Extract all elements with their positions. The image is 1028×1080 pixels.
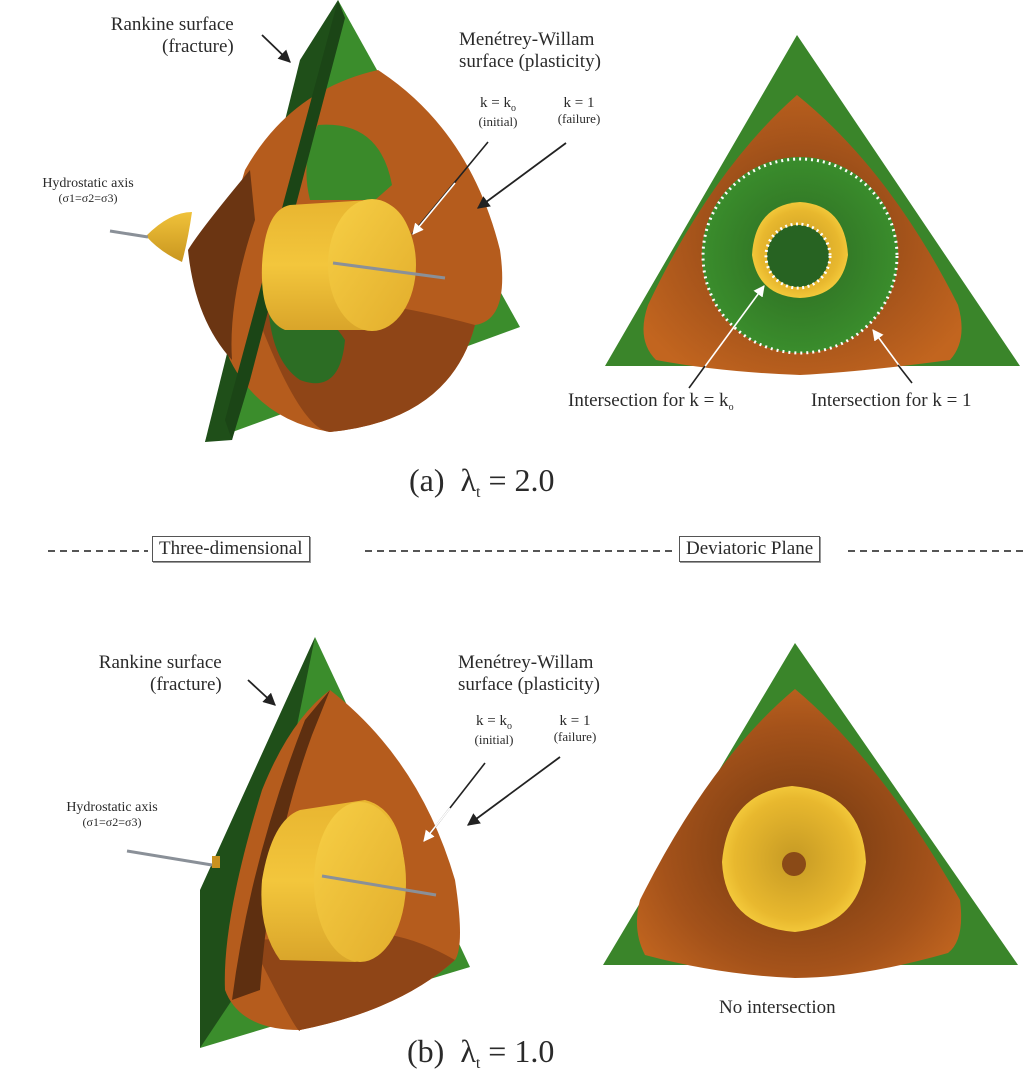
caption-b-symbol: λ bbox=[460, 1033, 476, 1069]
k-failure-arrow bbox=[476, 142, 567, 209]
caption-a-prefix: (a) bbox=[409, 462, 445, 498]
k-failure-eq: k = 1 bbox=[559, 713, 591, 729]
mw-dark-strip bbox=[232, 690, 330, 1000]
hydrostatic-cone bbox=[146, 212, 192, 262]
rankine-label-line1: Rankine surface bbox=[98, 652, 222, 673]
hydro-label-line2: (σ1=σ2=σ3) bbox=[82, 815, 142, 830]
intersection-k1-arrow-base bbox=[897, 364, 913, 384]
intersection-ko-ring bbox=[764, 222, 832, 290]
k-initial-label-a: k = ko (initial) bbox=[464, 95, 532, 129]
panel-b-3d-surface bbox=[126, 637, 561, 1048]
caption-a-sub: t bbox=[476, 484, 481, 501]
hydrostatic-axis-rod-left bbox=[126, 849, 213, 867]
deviatoric-plane-box: Deviatoric Plane bbox=[679, 536, 821, 562]
panel-a-deviatoric bbox=[605, 35, 1020, 389]
mw-label-line2: surface (plasticity) bbox=[459, 50, 601, 72]
hydro-label-line2: (σ1=σ2=σ3) bbox=[58, 191, 118, 206]
apex-dot bbox=[782, 852, 806, 876]
rankine-label-line2: (fracture) bbox=[150, 673, 222, 695]
caption-b-value: = 1.0 bbox=[488, 1033, 555, 1069]
mw-initial-cap bbox=[328, 199, 416, 331]
mw-label-line1: Menétrey-Willam bbox=[458, 652, 594, 673]
intersection-ko-label: Intersection for k = ko bbox=[568, 390, 734, 414]
k-initial-eq: k = k bbox=[476, 713, 507, 729]
rankine-label-line2: (fracture) bbox=[162, 35, 234, 57]
caption-a-value: = 2.0 bbox=[488, 462, 555, 498]
hydrostatic-axis-rod-left bbox=[109, 229, 149, 239]
hydrostatic-cone bbox=[212, 856, 220, 868]
intersection-ko-arrow-base bbox=[688, 365, 706, 389]
caption-b-sub: t bbox=[475, 1055, 481, 1072]
k-failure-arrow bbox=[466, 756, 561, 826]
rankine-arrow bbox=[261, 34, 291, 63]
k-initial-label-b: k = ko (initial) bbox=[460, 713, 528, 747]
panel-a-3d-surface bbox=[109, 0, 567, 442]
k-failure-note: (failure) bbox=[557, 111, 601, 127]
hydro-label-b: Hydrostatic axis (σ1=σ2=σ3) bbox=[40, 800, 184, 830]
three-dimensional-box: Three-dimensional bbox=[152, 536, 310, 562]
intersection-ko-arrow bbox=[694, 285, 765, 381]
k-initial-note: (initial) bbox=[474, 731, 514, 747]
k-initial-note: (initial) bbox=[478, 113, 518, 129]
k-failure-eq: k = 1 bbox=[563, 95, 595, 111]
panel-b-deviatoric bbox=[603, 643, 1018, 978]
mw-label-line2: surface (plasticity) bbox=[458, 673, 600, 695]
k-initial-arrow-tip bbox=[423, 807, 451, 842]
k-failure-label-b: k = 1 (failure) bbox=[541, 713, 609, 745]
k-initial-sub: o bbox=[506, 721, 512, 732]
caption-b-prefix: (b) bbox=[407, 1033, 445, 1069]
k-initial-sub: o bbox=[510, 103, 516, 114]
hydro-label-line1: Hydrostatic axis bbox=[66, 800, 158, 815]
k-failure-note: (failure) bbox=[553, 729, 597, 745]
caption-b: (b) λt = 1.0 bbox=[407, 1033, 554, 1073]
intersection-k1-ring bbox=[701, 157, 899, 355]
intersection-ko-text: Intersection for k = k bbox=[568, 390, 729, 411]
mw-label-line1: Menétrey-Willam bbox=[459, 29, 595, 50]
intersection-k1-label: Intersection for k = 1 bbox=[811, 390, 972, 411]
k-failure-label-a: k = 1 (failure) bbox=[545, 95, 613, 127]
rankine-label-line1: Rankine surface bbox=[110, 14, 234, 35]
inner-green bbox=[767, 225, 829, 287]
rankine-label-a: Rankine surface (fracture) bbox=[95, 14, 234, 58]
hydrostatic-axis-rod-right bbox=[332, 261, 446, 280]
no-intersection-label: No intersection bbox=[719, 997, 836, 1018]
rankine-interior-top bbox=[306, 124, 392, 200]
rankine-arrow bbox=[247, 679, 276, 706]
mw-failure-shadow-left bbox=[188, 170, 255, 360]
k-initial-eq: k = k bbox=[480, 95, 511, 111]
hydro-label-line1: Hydrostatic axis bbox=[42, 176, 134, 191]
caption-a: (a) λt = 2.0 bbox=[409, 462, 555, 502]
hydro-label-a: Hydrostatic axis (σ1=σ2=σ3) bbox=[16, 176, 160, 206]
caption-a-symbol: λ bbox=[460, 462, 477, 498]
mw-label-a: Menétrey-Willam surface (plasticity) bbox=[459, 29, 601, 73]
k-initial-arrow-tip bbox=[412, 182, 456, 235]
hydrostatic-axis-rod-right bbox=[321, 874, 437, 897]
intersection-ko-sub: o bbox=[728, 402, 734, 413]
rankine-label-b: Rankine surface (fracture) bbox=[95, 652, 222, 696]
mw-label-b: Menétrey-Willam surface (plasticity) bbox=[458, 652, 600, 696]
